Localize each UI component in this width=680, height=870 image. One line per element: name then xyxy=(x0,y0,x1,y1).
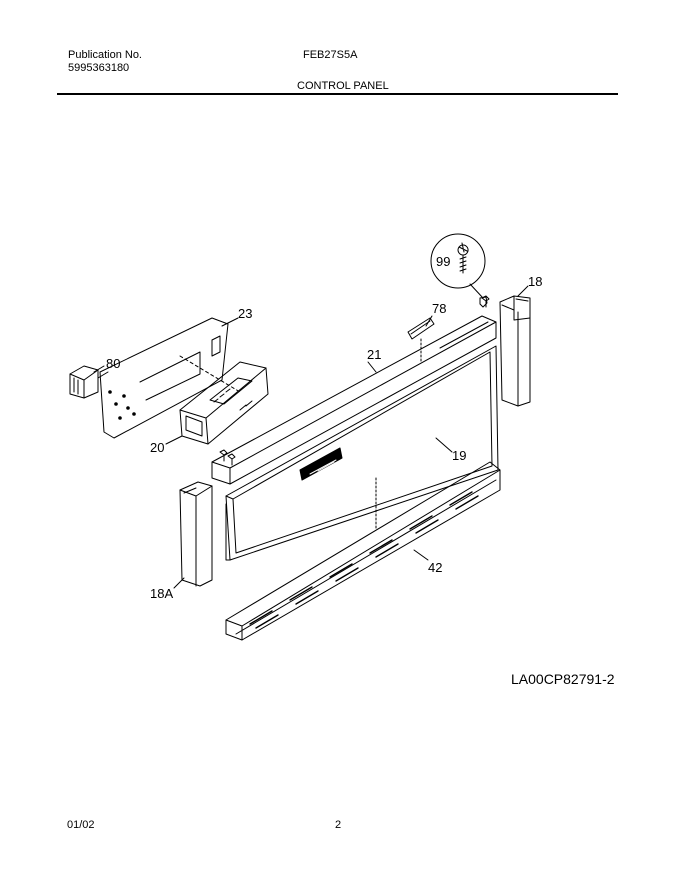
drawing-id: LA00CP82791-2 xyxy=(511,671,615,687)
page-number: 2 xyxy=(335,819,342,831)
callout-23: 23 xyxy=(238,306,252,321)
part-18-end-cap-right xyxy=(499,295,531,407)
publication-number: 5995363180 xyxy=(68,62,130,74)
callout-18: 18 xyxy=(528,274,542,289)
section-title: CONTROL PANEL xyxy=(297,80,389,92)
part-99-screw-detail xyxy=(430,233,488,308)
callout-78: 78 xyxy=(432,301,446,316)
footer-date: 01/02 xyxy=(67,819,95,831)
header-divider xyxy=(57,93,618,95)
part-80-transformer xyxy=(69,365,109,399)
callout-21: 21 xyxy=(367,347,381,362)
part-78-badge xyxy=(407,317,435,363)
callout-19: 19 xyxy=(452,448,466,463)
callout-18a: 18A xyxy=(150,586,173,601)
mounting-screws xyxy=(219,295,490,466)
publication-label: Publication No. xyxy=(68,49,142,61)
callout-20: 20 xyxy=(150,440,164,455)
part-20-electronic-control xyxy=(179,361,269,445)
part-23-circuit-board xyxy=(99,317,241,439)
part-19-backguard-panel xyxy=(225,345,499,561)
callout-42: 42 xyxy=(428,560,442,575)
callout-80: 80 xyxy=(106,356,120,371)
part-21-panel-trim xyxy=(211,315,497,485)
callout-99: 99 xyxy=(436,254,450,269)
leader-lines xyxy=(93,285,529,589)
part-42-vent-trim xyxy=(225,461,501,641)
part-18a-end-cap-left xyxy=(179,481,213,587)
model-number: FEB27S5A xyxy=(303,49,358,61)
